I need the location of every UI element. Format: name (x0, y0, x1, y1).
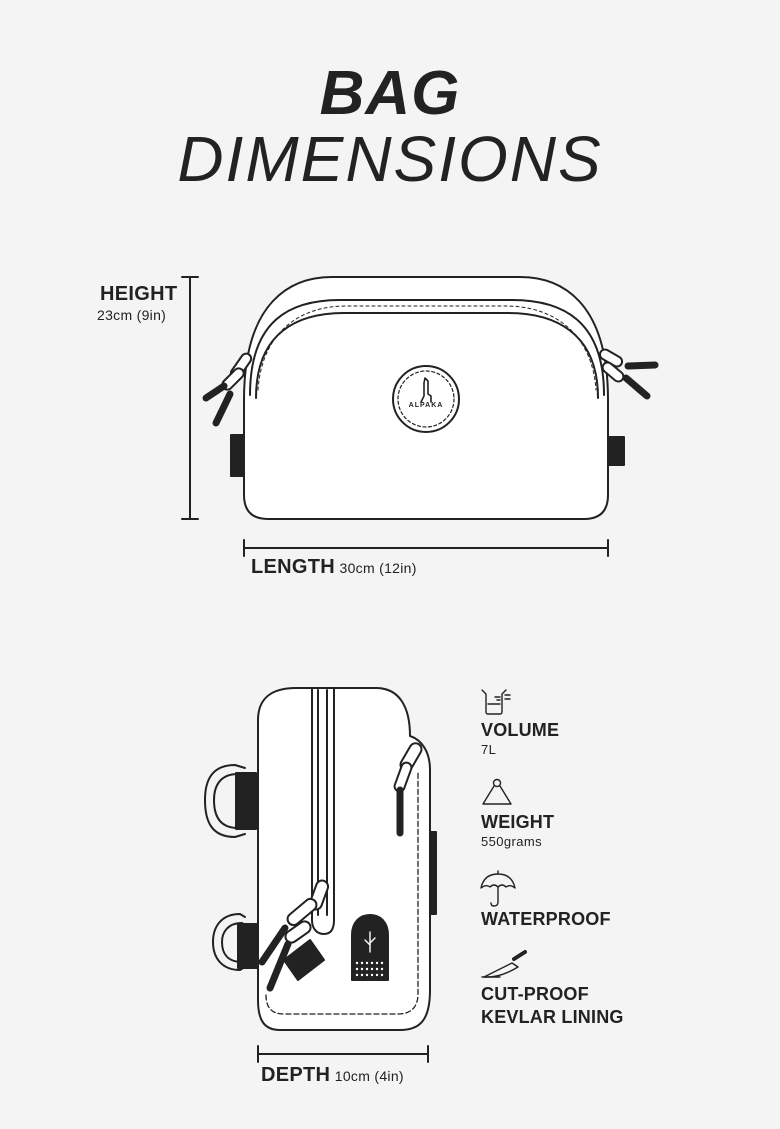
feature-weight-value: 550grams (481, 834, 543, 849)
feature-kevlar-lining-title: KEVLAR LINING (481, 1007, 624, 1027)
height-label: HEIGHT (100, 283, 178, 305)
title-dimensions: DIMENSIONS (177, 123, 603, 195)
zipper-pull-right (598, 348, 659, 400)
feature-cut-proof: CUT-PROOF KEVLAR LINING (481, 983, 624, 1029)
title-bag: BAG (319, 59, 461, 128)
bag-side-view (204, 687, 437, 1031)
feature-waterproof: WATERPROOF (481, 908, 611, 931)
feature-weight: WEIGHT 550grams (481, 811, 554, 849)
length-label: LENGTH (251, 556, 336, 578)
feature-cut-proof-title: CUT-PROOF (481, 984, 589, 1004)
length-dimension-text: LENGTH 30cm (12in) (251, 556, 417, 579)
feature-volume-value: 7L (481, 742, 497, 757)
feature-volume: VOLUME 7L (481, 719, 559, 757)
beaker-icon (481, 689, 511, 715)
depth-value: 10cm (4in) (334, 1068, 404, 1084)
zipper-pull-side-bottom (258, 879, 330, 992)
height-value: 23cm (9in) (97, 307, 167, 323)
depth-label: DEPTH (261, 1064, 331, 1086)
weight-icon (482, 778, 512, 805)
length-dimension-line (243, 539, 609, 557)
feature-weight-title: WEIGHT (481, 812, 555, 832)
feature-volume-title: VOLUME (481, 720, 560, 740)
zipper-pull-left (202, 352, 253, 427)
depth-dimension-text: DEPTH 10cm (4in) (261, 1064, 404, 1087)
badge-text: ALPAKA (408, 402, 444, 409)
side-tab-left (230, 434, 246, 477)
zipper-pull-side-top (393, 742, 423, 837)
side-tab-right (607, 436, 625, 466)
depth-dimension-line (257, 1045, 429, 1063)
bag-front-view (202, 276, 659, 520)
umbrella-icon (480, 870, 516, 907)
height-dimension-line (181, 276, 199, 520)
knife-icon (481, 950, 527, 978)
length-value: 30cm (12in) (339, 560, 417, 576)
feature-waterproof-title: WATERPROOF (481, 909, 611, 929)
